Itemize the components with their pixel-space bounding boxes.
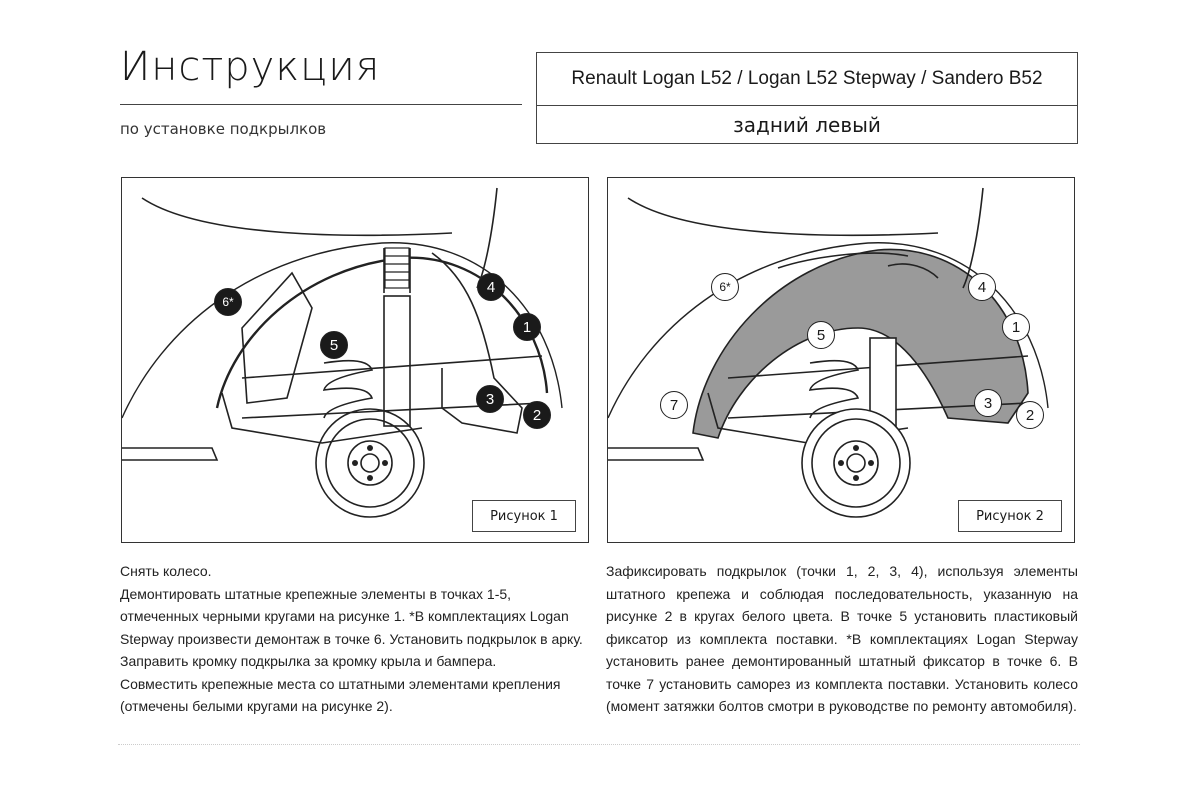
fix-point-white-marker: 7 [660,391,688,419]
fix-point-white-marker: 6* [711,273,739,301]
fix-point-black-marker: 5 [320,331,348,359]
instruction-paragraph: Совместить крепежные места со штатными э… [120,675,561,715]
fix-point-white-marker: 3 [974,389,1002,417]
fix-point-black-marker: 6* [214,288,242,316]
fix-point-black-marker: 1 [513,313,541,341]
figure-2-drawing [608,187,1049,518]
fix-point-black-marker: 2 [523,401,551,429]
page-title: Инструкция [120,44,381,90]
model-info-box: Renault Logan L52 / Logan L52 Stepway / … [536,52,1078,144]
figure-1: Рисунок 1 [121,177,589,543]
figure-2: Рисунок 2 [607,177,1075,543]
fix-point-white-marker: 2 [1016,401,1044,429]
model-list: Renault Logan L52 / Logan L52 Stepway / … [537,53,1077,106]
fix-point-black-marker: 3 [476,385,504,413]
fix-point-black-marker: 4 [477,273,505,301]
instruction-paragraph: Демонтировать штатные крепежные элементы… [120,585,583,647]
figure-2-caption: Рисунок 2 [958,500,1062,532]
instructions-left: Снять колесо. Демонтировать штатные креп… [120,560,590,718]
install-position: задний левый [733,112,881,137]
fix-point-white-marker: 1 [1002,313,1030,341]
instruction-paragraph: Снять колесо. [120,563,212,579]
instruction-paragraph: Зафиксировать подкрылок (точки 1, 2, 3, … [606,563,1078,714]
figure-1-caption: Рисунок 1 [472,500,576,532]
page-subtitle: по установке подкрылков [120,120,327,138]
instructions-right: Зафиксировать подкрылок (точки 1, 2, 3, … [606,560,1078,718]
instruction-paragraph: Заправить кромку подкрылка за кромку кры… [120,653,497,669]
fix-point-white-marker: 5 [807,321,835,349]
footer-divider [118,744,1080,745]
title-underline [120,104,522,105]
fix-point-white-marker: 4 [968,273,996,301]
figure-1-drawing [122,187,563,518]
